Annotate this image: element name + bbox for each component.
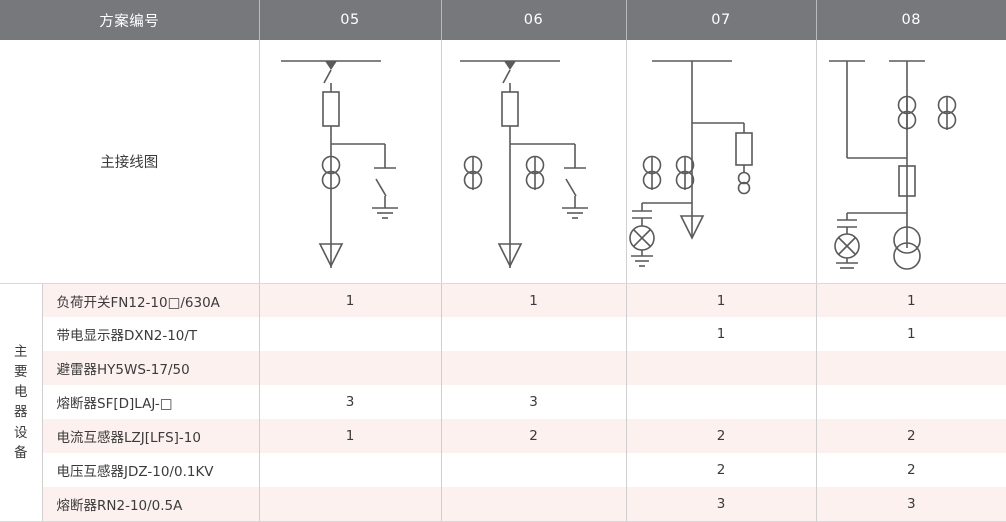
current-transformer-icon <box>937 95 956 114</box>
table-row: 带电显示器DXN2-10/T 1 1 <box>0 317 1006 352</box>
table-row: 熔断器SF[D]LAJ-□ 3 3 <box>0 385 1006 420</box>
current-transformer-icon <box>463 155 482 174</box>
quantity-cell: 1 <box>625 282 816 318</box>
header-scheme-06: 06 <box>441 0 627 41</box>
group-label-char: 备 <box>14 444 28 461</box>
table-row: 主 要 电 器 设 备 负荷开关FN12-10□/630A 1 1 1 1 <box>0 282 1006 522</box>
quantity-cell: 3 <box>258 385 441 420</box>
table-row: 电压互感器JDZ-10/0.1KV 2 2 <box>0 453 1006 488</box>
quantity-cell: 2 <box>625 419 816 454</box>
load-switch-icon <box>501 69 511 83</box>
switch-contact-icon <box>324 60 337 70</box>
equipment-name: 熔断器RN2-10/0.5A <box>42 487 259 522</box>
cable-arrow-icon <box>318 242 343 268</box>
diagram-scheme-08 <box>815 40 1006 284</box>
quantity-cell <box>440 487 626 522</box>
quantity-cell <box>258 351 441 386</box>
quantity-cell <box>815 351 1006 386</box>
header-scheme-07: 07 <box>626 0 817 41</box>
quantity-cell: 2 <box>625 453 816 488</box>
quantity-cell: 1 <box>815 317 1006 352</box>
group-label-char: 要 <box>14 363 28 380</box>
current-transformer-icon <box>897 95 916 114</box>
quantity-cell: 2 <box>440 419 626 454</box>
quantity-cell <box>440 453 626 488</box>
quantity-cell: 3 <box>440 385 626 420</box>
quantity-cell <box>258 317 441 352</box>
quantity-cell <box>258 453 441 488</box>
fuse-icon <box>321 90 340 127</box>
earthing-switch-icon <box>564 178 577 197</box>
fuse-icon <box>734 131 753 166</box>
equipment-name: 电压互感器JDZ-10/0.1KV <box>42 453 259 488</box>
quantity-cell <box>440 317 626 352</box>
table-row: 熔断器RN2-10/0.5A 3 3 <box>0 487 1006 522</box>
equipment-name: 避雷器HY5WS-17/50 <box>42 351 259 386</box>
diagram-scheme-05 <box>258 40 441 284</box>
cable-arrow-icon <box>679 214 704 240</box>
current-transformer-icon <box>321 155 340 174</box>
current-transformer-icon <box>737 171 750 184</box>
current-transformer-icon <box>675 155 694 174</box>
quantity-cell: 1 <box>815 282 1006 318</box>
fuse-icon <box>897 164 916 197</box>
cable-arrow-icon <box>497 242 522 268</box>
quantity-cell: 1 <box>258 419 441 454</box>
group-label-char: 器 <box>14 404 28 421</box>
equipment-name: 熔断器SF[D]LAJ-□ <box>42 385 259 420</box>
quantity-cell <box>440 351 626 386</box>
current-transformer-icon <box>642 155 661 174</box>
quantity-cell <box>815 385 1006 420</box>
equipment-name: 电流互感器LZJ[LFS]-10 <box>42 419 259 454</box>
table-row: 电流互感器LZJ[LFS]-10 1 2 2 2 <box>0 419 1006 454</box>
quantity-cell: 1 <box>440 282 626 318</box>
table-header-row: 方案编号 05 06 07 08 <box>0 0 1006 41</box>
header-scheme-05: 05 <box>259 0 442 41</box>
header-scheme-08: 08 <box>816 0 1006 41</box>
quantity-cell <box>625 385 816 420</box>
quantity-cell: 3 <box>625 487 816 522</box>
current-transformer-icon <box>525 155 544 174</box>
equipment-name: 负荷开关FN12-10□/630A <box>42 282 259 318</box>
equipment-name: 带电显示器DXN2-10/T <box>42 317 259 352</box>
quantity-cell <box>258 487 441 522</box>
group-label-char: 设 <box>14 424 28 441</box>
load-switch-icon <box>322 69 332 83</box>
main-wiring-diagram-label: 主接线图 <box>0 40 259 284</box>
header-scheme-number-label: 方案编号 <box>0 0 260 41</box>
switch-contact-icon <box>503 60 516 70</box>
earthing-switch-icon <box>374 178 387 197</box>
main-wiring-diagram-row: 主接线图 <box>0 40 1006 284</box>
quantity-cell: 1 <box>258 282 441 318</box>
quantity-cell: 2 <box>815 419 1006 454</box>
group-label-char: 电 <box>14 384 28 401</box>
fuse-icon <box>500 90 519 127</box>
quantity-cell: 3 <box>815 487 1006 522</box>
diagram-scheme-06 <box>440 40 626 284</box>
quantity-cell: 1 <box>625 317 816 352</box>
quantity-cell: 2 <box>815 453 1006 488</box>
diagram-scheme-07 <box>625 40 816 284</box>
transformer-icon <box>892 225 921 254</box>
table-row: 避雷器HY5WS-17/50 <box>0 351 1006 386</box>
group-label-char: 主 <box>14 343 28 360</box>
group-label-main-equipment: 主 要 电 器 设 备 <box>0 282 43 522</box>
quantity-cell <box>625 351 816 386</box>
